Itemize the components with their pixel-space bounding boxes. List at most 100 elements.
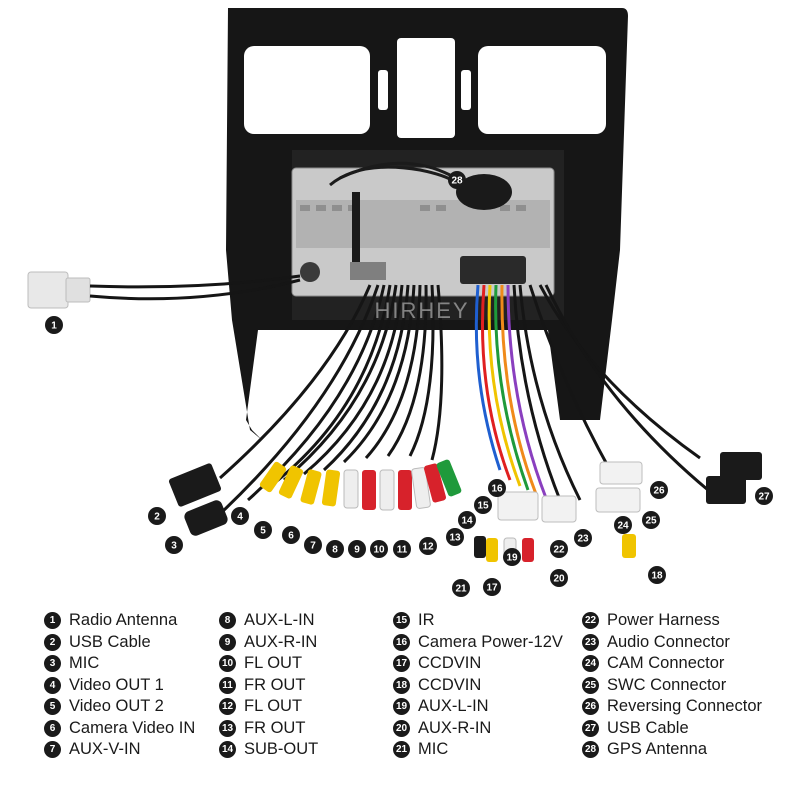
head-unit bbox=[291, 167, 555, 297]
callout-circle bbox=[148, 507, 166, 525]
legend-item: 11 FR OUT bbox=[219, 675, 318, 697]
legend-item: 10 FL OUT bbox=[219, 653, 318, 675]
legend-number-badge: 11 bbox=[219, 676, 236, 694]
callout-circle bbox=[419, 537, 437, 555]
callout-circle bbox=[642, 511, 660, 529]
callout-circle bbox=[231, 507, 249, 525]
callout-18: 18 bbox=[648, 566, 666, 584]
callout-circle bbox=[254, 521, 272, 539]
callout-number: 22 bbox=[553, 545, 565, 556]
legend-number-badge: 4 bbox=[44, 676, 61, 694]
callout-7: 7 bbox=[304, 536, 322, 554]
legend-label: SUB-OUT bbox=[244, 740, 319, 759]
callout-11: 11 bbox=[393, 540, 411, 558]
harness-connectors bbox=[474, 452, 762, 563]
legend-label: USB Cable bbox=[607, 718, 689, 737]
legend-number-badge: 27 bbox=[582, 719, 599, 737]
callout-number: 8 bbox=[332, 545, 338, 556]
legend-label: Video OUT 2 bbox=[69, 697, 164, 716]
callout-4: 4 bbox=[231, 507, 249, 525]
callout-number: 26 bbox=[653, 486, 665, 497]
legend-number-badge: 24 bbox=[582, 655, 599, 673]
legend-number-badge: 9 bbox=[219, 633, 236, 651]
callout-27: 27 bbox=[755, 487, 773, 505]
callout-number: 13 bbox=[449, 533, 461, 544]
callout-number: 2 bbox=[154, 512, 160, 523]
callout-number: 28 bbox=[451, 176, 463, 187]
legend-item: 14 SUB-OUT bbox=[219, 739, 318, 761]
callout-number: 14 bbox=[461, 516, 473, 527]
legend-label: Video OUT 1 bbox=[69, 675, 164, 694]
legend-number-badge: 13 bbox=[219, 719, 236, 737]
callout-10: 10 bbox=[370, 540, 388, 558]
callout-3: 3 bbox=[165, 536, 183, 554]
callout-circle bbox=[458, 511, 476, 529]
callout-circle bbox=[488, 479, 506, 497]
legend-label: CCDVIN bbox=[418, 675, 482, 694]
legend-number-badge: 23 bbox=[582, 633, 599, 651]
callout-number: 10 bbox=[373, 545, 385, 556]
callout-number: 25 bbox=[645, 516, 657, 527]
callout-number: 7 bbox=[310, 541, 316, 552]
legend-number-badge: 21 bbox=[393, 741, 410, 759]
callout-number: 24 bbox=[617, 521, 629, 532]
legend-number-badge: 17 bbox=[393, 655, 410, 673]
legend-label: FL OUT bbox=[244, 697, 303, 716]
callout-circle bbox=[550, 569, 568, 587]
legend-label: AUX-L-IN bbox=[244, 611, 315, 630]
callout-circle bbox=[614, 516, 632, 534]
legend-item: 13 FR OUT bbox=[219, 718, 318, 740]
legend-label: Reversing Connector bbox=[607, 697, 762, 716]
radio-antenna-plug bbox=[27, 271, 301, 309]
legend-label: AUX-R-IN bbox=[418, 718, 492, 737]
callout-6: 6 bbox=[282, 526, 300, 544]
callout-circle bbox=[370, 540, 388, 558]
callout-circle bbox=[483, 578, 501, 596]
legend-label: FR OUT bbox=[244, 718, 306, 737]
legend-number-badge: 10 bbox=[219, 655, 236, 673]
legend-number-badge: 22 bbox=[582, 612, 599, 630]
legend-label: FR OUT bbox=[244, 675, 306, 694]
power-harness bbox=[474, 284, 709, 501]
callout-19: 19 bbox=[503, 548, 521, 566]
legend-number-badge: 14 bbox=[219, 741, 236, 759]
callout-circle bbox=[755, 487, 773, 505]
callout-circle bbox=[326, 540, 344, 558]
callout-5: 5 bbox=[254, 521, 272, 539]
callout-number: 9 bbox=[354, 545, 360, 556]
callout-circle bbox=[165, 536, 183, 554]
callout-circle bbox=[282, 526, 300, 544]
legend-label: Camera Video IN bbox=[69, 718, 196, 737]
callout-number: 16 bbox=[491, 484, 503, 495]
callout-12: 12 bbox=[419, 537, 437, 555]
callout-circle bbox=[503, 548, 521, 566]
callout-number: 1 bbox=[51, 321, 57, 332]
callout-number: 19 bbox=[506, 553, 518, 564]
callout-25: 25 bbox=[642, 511, 660, 529]
legend-label: MIC bbox=[418, 740, 449, 759]
callout-circle bbox=[448, 171, 466, 189]
legend-label: Camera Power-12V bbox=[418, 632, 563, 651]
legend-label: FL OUT bbox=[244, 654, 303, 673]
callout-number: 4 bbox=[237, 512, 243, 523]
legend-label: AUX-L-IN bbox=[418, 697, 489, 716]
callout-circle bbox=[45, 316, 63, 334]
callout-number: 12 bbox=[422, 542, 434, 553]
mic-plug bbox=[184, 500, 228, 536]
callout-circle bbox=[304, 536, 322, 554]
callout-number: 21 bbox=[455, 584, 467, 595]
